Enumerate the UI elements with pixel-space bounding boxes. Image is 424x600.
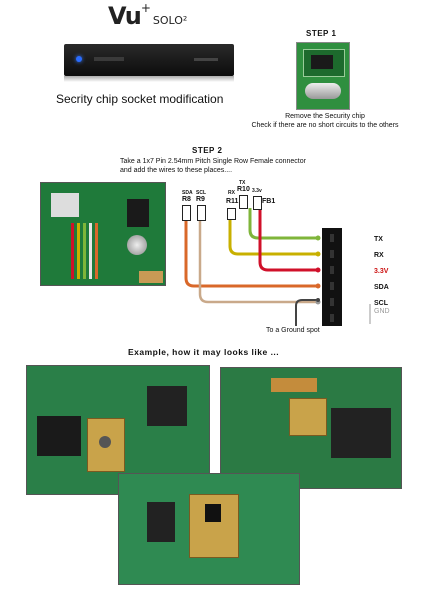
step1-title: STEP 1 [306, 29, 337, 38]
photo-wire-yellow [77, 223, 80, 279]
crystal [305, 83, 341, 99]
brand-plus: + [140, 1, 151, 15]
photo-wire-red [71, 223, 74, 279]
board-sticker [51, 193, 79, 217]
resistor-r9 [197, 205, 206, 221]
step1-line1: Remove the Security chip [285, 113, 365, 120]
resistor-r10 [239, 195, 248, 209]
sda-label: SDA [182, 190, 193, 196]
example-photo-3 [118, 473, 300, 585]
photo-wire-orange [95, 223, 98, 279]
wire-sda [184, 208, 318, 288]
security-chip [311, 55, 333, 69]
ground-note: To a Ground spot [266, 327, 320, 334]
wire-33v [258, 208, 318, 272]
step2-title: STEP 2 [192, 146, 223, 155]
pin-label-gnd: GND [374, 308, 390, 315]
photo-wire-white [89, 223, 92, 279]
receiver-badge [194, 58, 218, 61]
board-wiring-photo [40, 182, 166, 286]
pin-label-33v: 3.3V [374, 268, 389, 275]
pin-dot-33v [315, 267, 321, 273]
vu-solo2-logo: Vu+SOLO² [108, 1, 188, 30]
example1-socket [99, 436, 111, 448]
pin-dot-sda [315, 283, 321, 289]
pin-dot-tx [315, 235, 321, 241]
pin-dot-rx [315, 251, 321, 257]
fb1-label: FB1 [262, 198, 276, 205]
brand-name: Vu [108, 2, 142, 30]
r10-label: R10 [237, 186, 250, 193]
example3-chip [147, 502, 175, 542]
rx-label: RX [228, 190, 235, 196]
step1-line2: Check if there are no short circuits to … [251, 122, 399, 129]
wire-gnd [295, 299, 318, 326]
receiver-display [94, 57, 124, 61]
example-photo-2 [220, 367, 402, 489]
female-connector [322, 228, 342, 326]
board-chip [127, 199, 149, 227]
example-title: Example, how it may looks like ... [128, 347, 280, 357]
example2-header [271, 378, 317, 392]
security-chip-photo [296, 42, 350, 110]
example1-chip [147, 386, 187, 426]
model-name: SOLO² [152, 14, 188, 27]
power-led [76, 56, 82, 62]
board-connector [127, 235, 147, 255]
receiver-image [64, 44, 234, 76]
ferrite-fb1 [253, 196, 262, 210]
scl-label: SCL [196, 190, 206, 196]
resistor-r8 [182, 205, 191, 221]
wire-tx [248, 208, 318, 240]
pin-label-tx: TX [374, 236, 383, 243]
resistor-r11 [227, 208, 236, 220]
example1-connector-base [37, 416, 81, 456]
pin-label-rx: RX [374, 252, 384, 259]
chip-board [303, 49, 345, 77]
pin-label-scl: SCL [374, 300, 388, 307]
r8-label: R8 [182, 196, 191, 203]
photo-connector [139, 271, 163, 283]
receiver-reflection [64, 76, 234, 82]
example3-pins [205, 504, 221, 522]
pin-dot-gnd [316, 298, 320, 302]
example2-chip [331, 408, 391, 458]
r11-label: R11 [226, 198, 239, 205]
example2-adapter [289, 398, 327, 436]
r9-label: R9 [196, 196, 205, 203]
page-title: Secrity chip socket modification [56, 92, 224, 106]
wire-rx [228, 212, 318, 256]
photo-wire-green [83, 223, 86, 279]
tx-label: TX [239, 180, 246, 186]
step2-line2: and add the wires to these places.... [120, 167, 233, 174]
step2-line1: Take a 1x7 Pin 2.54mm Pitch Single Row F… [120, 158, 306, 165]
wiring-diagram [184, 208, 371, 326]
33v-res-label: 3.3v [252, 188, 262, 194]
pin-label-sda: SDA [374, 284, 389, 291]
wire-scl [198, 208, 318, 304]
